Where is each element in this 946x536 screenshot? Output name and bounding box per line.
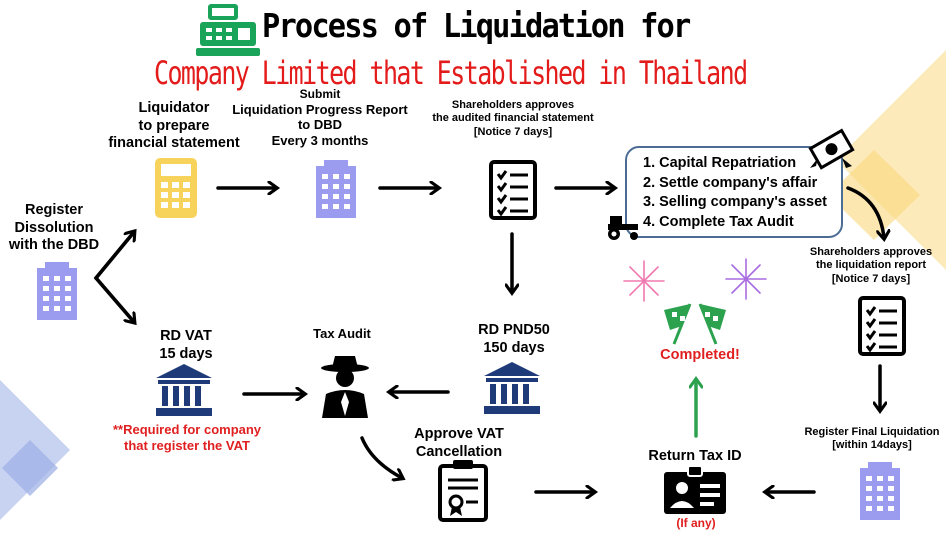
money-icon — [808, 128, 855, 170]
tractor-icon — [608, 216, 638, 240]
certificate-icon — [438, 460, 488, 522]
building-icon — [316, 160, 356, 218]
bank-icon — [156, 364, 212, 416]
tax-audit-label: Tax Audit — [313, 326, 371, 341]
checklist-icon — [858, 296, 906, 356]
liquidator-label: Liquidator to prepare financial statemen… — [108, 100, 240, 152]
shareholders-fs-label: Shareholders approves the audited financ… — [432, 99, 594, 138]
decor-blue-shapes — [0, 380, 70, 520]
register-dissolution-label: Register Dissolution with the DBD — [8, 202, 100, 254]
fireworks-icon — [623, 260, 665, 302]
detective-icon — [321, 356, 369, 418]
completed-label: Completed! — [660, 347, 740, 363]
racing-flags-icon — [664, 303, 726, 345]
bank-icon — [484, 362, 540, 414]
calculator-icon — [155, 158, 197, 218]
step-item: 1. Capital Repatriation — [643, 155, 797, 171]
building-icon — [860, 462, 900, 520]
title-line-2: Company Limited that Established in Thai… — [154, 54, 748, 92]
decor-yellow-shapes — [828, 50, 946, 270]
return-tax-id-note: (If any) — [676, 516, 716, 530]
arrow — [846, 186, 884, 238]
return-tax-id-label: Return Tax ID — [648, 448, 742, 464]
submit-report-label: Submit Liquidation Progress Report to DB… — [232, 87, 408, 149]
shareholders-report-label: Shareholders approves the liquidation re… — [809, 246, 933, 285]
arrow — [93, 230, 136, 324]
id-card-icon — [664, 466, 726, 514]
register-final-label: Register Final Liquidation [within 14day… — [804, 426, 940, 452]
cash-register-icon — [196, 4, 260, 56]
rd-vat-label: RD VAT 15 days — [159, 328, 213, 362]
rd-pnd50-label: RD PND50 150 days — [478, 322, 550, 356]
fireworks-icon — [725, 258, 767, 300]
steps-box: 1. Capital Repatriation 2. Settle compan… — [625, 146, 843, 238]
steps-list: 1. Capital Repatriation 2. Settle compan… — [627, 154, 841, 232]
arrow — [94, 276, 134, 322]
step-item: 2. Settle company's affair — [643, 174, 818, 191]
step-item: 3. Selling company's asset — [643, 194, 827, 210]
arrow — [94, 232, 134, 280]
title-line-1: Process of Liquidation for — [262, 6, 691, 45]
step-item: 4. Complete Tax Audit — [643, 213, 794, 230]
approve-vat-label: Approve VAT Cancellation — [414, 426, 504, 460]
arrow — [360, 436, 402, 478]
building-icon — [37, 262, 77, 320]
rd-vat-note: **Required for company that register the… — [112, 422, 262, 453]
checklist-icon — [489, 160, 537, 220]
